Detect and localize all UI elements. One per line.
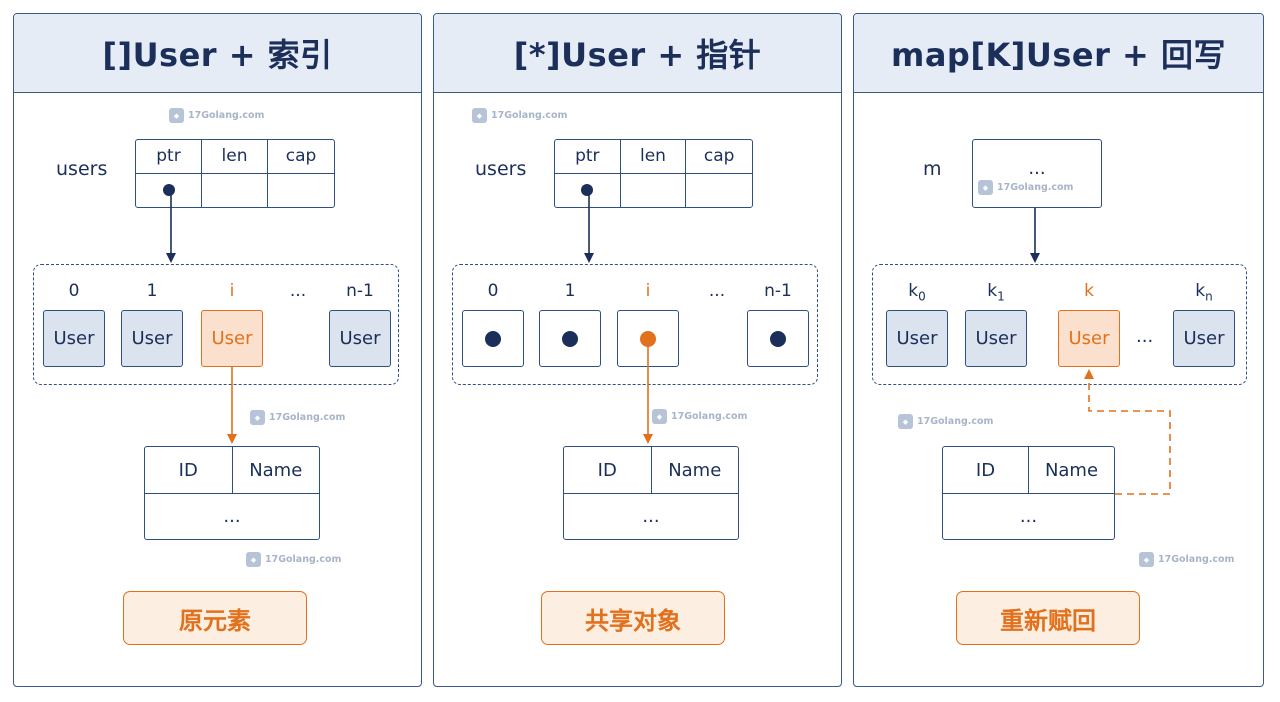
watermark: ◆17Golang.com [246,552,341,567]
pointer-dot [485,330,501,347]
map-value: User [1173,310,1235,367]
index-label: 1 [564,281,576,301]
watermark: ◆17Golang.com [1139,552,1234,567]
watermark-icon: ◆ [1139,552,1154,567]
field-ptr: ptr [136,140,202,174]
panel-header: [*]User + 指针 [434,14,841,93]
pointer-element [747,310,809,367]
struct-body: ... [1019,505,1038,527]
watermark-icon: ◆ [978,180,993,195]
backing-array [452,264,818,385]
index-label: n-1 [764,281,792,301]
map-value-highlight: User [1058,310,1120,367]
field-ptr: ptr [555,140,621,174]
cap-value [686,174,752,208]
pointer-element [462,310,524,367]
watermark: ◆17Golang.com [652,409,747,424]
field-id: ID [943,447,1029,493]
panel-header: []User + 索引 [14,14,421,93]
watermark: ◆17Golang.com [250,410,345,425]
len-value [202,173,268,207]
panel-title: [*]User + 指针 [513,36,762,74]
array-element: User [329,310,391,367]
field-len: len [202,140,268,174]
pointer-dot [162,184,175,197]
pointer-dot-highlight [640,330,656,347]
pointer-element [539,310,601,367]
var-label: users [475,158,527,180]
map-value: User [965,310,1027,367]
watermark-icon: ◆ [472,108,487,123]
pointer-dot [770,330,786,347]
index-label-highlight: i [229,281,235,301]
var-label: m [923,158,942,180]
struct-body: ... [223,505,241,527]
ptr-value [136,173,202,207]
field-cap: cap [268,140,334,174]
var-label: users [56,158,108,180]
user-struct: ID Name ... [563,446,739,540]
cap-value [268,174,334,208]
array-element-highlight: User [201,310,263,367]
backing-array [33,264,399,385]
slice-header-box: ptr len cap [135,139,335,208]
map-box: ... [972,139,1102,208]
slice-header-box: ptr len cap [554,139,753,208]
user-struct-copy: ID Name ... [942,446,1115,540]
result-badge: 原元素 [123,591,307,645]
field-len: len [620,140,687,174]
watermark: ◆17Golang.com [472,108,567,123]
index-label: n-1 [346,281,374,301]
field-cap: cap [686,140,752,174]
array-element: User [43,310,105,367]
panel-title: map[K]User + 回写 [890,36,1226,74]
key-label: k0 [908,281,926,304]
array-element: User [121,310,183,367]
watermark-icon: ◆ [652,409,667,424]
result-badge: 共享对象 [541,591,725,645]
map-buckets [872,264,1247,385]
user-struct: ID Name ... [144,446,320,540]
watermark-icon: ◆ [898,414,913,429]
key-label-highlight: k [1084,281,1094,301]
key-label: kn [1195,281,1213,304]
pointer-element-highlight [617,310,679,367]
field-id: ID [564,447,652,493]
index-label: 0 [68,281,80,301]
index-label-highlight: i [645,281,651,301]
ptr-value [555,173,621,207]
watermark-icon: ◆ [250,410,265,425]
struct-body: ... [642,505,660,527]
index-label: ... [289,281,307,301]
map-value: User [886,310,948,367]
index-label: ... [708,281,726,301]
len-value [621,173,687,207]
field-id: ID [145,447,233,493]
panel-header: map[K]User + 回写 [854,14,1263,93]
watermark: ◆17Golang.com [169,108,264,123]
panel-title: []User + 索引 [102,36,333,74]
pointer-dot [581,184,594,197]
watermark-icon: ◆ [246,552,261,567]
gap-ellipsis: ... [1136,326,1154,347]
field-name: Name [1044,459,1099,481]
watermark: ◆17Golang.com [898,414,993,429]
watermark: ◆17Golang.com [978,180,1073,195]
field-name: Name [668,459,722,481]
watermark-icon: ◆ [169,108,184,123]
index-label: 1 [146,281,158,301]
map-box-ellipsis: ... [1028,158,1046,179]
key-label: k1 [987,281,1005,304]
result-badge: 重新赋回 [956,591,1140,645]
field-name: Name [249,459,303,481]
pointer-dot [562,330,578,347]
index-label: 0 [487,281,499,301]
